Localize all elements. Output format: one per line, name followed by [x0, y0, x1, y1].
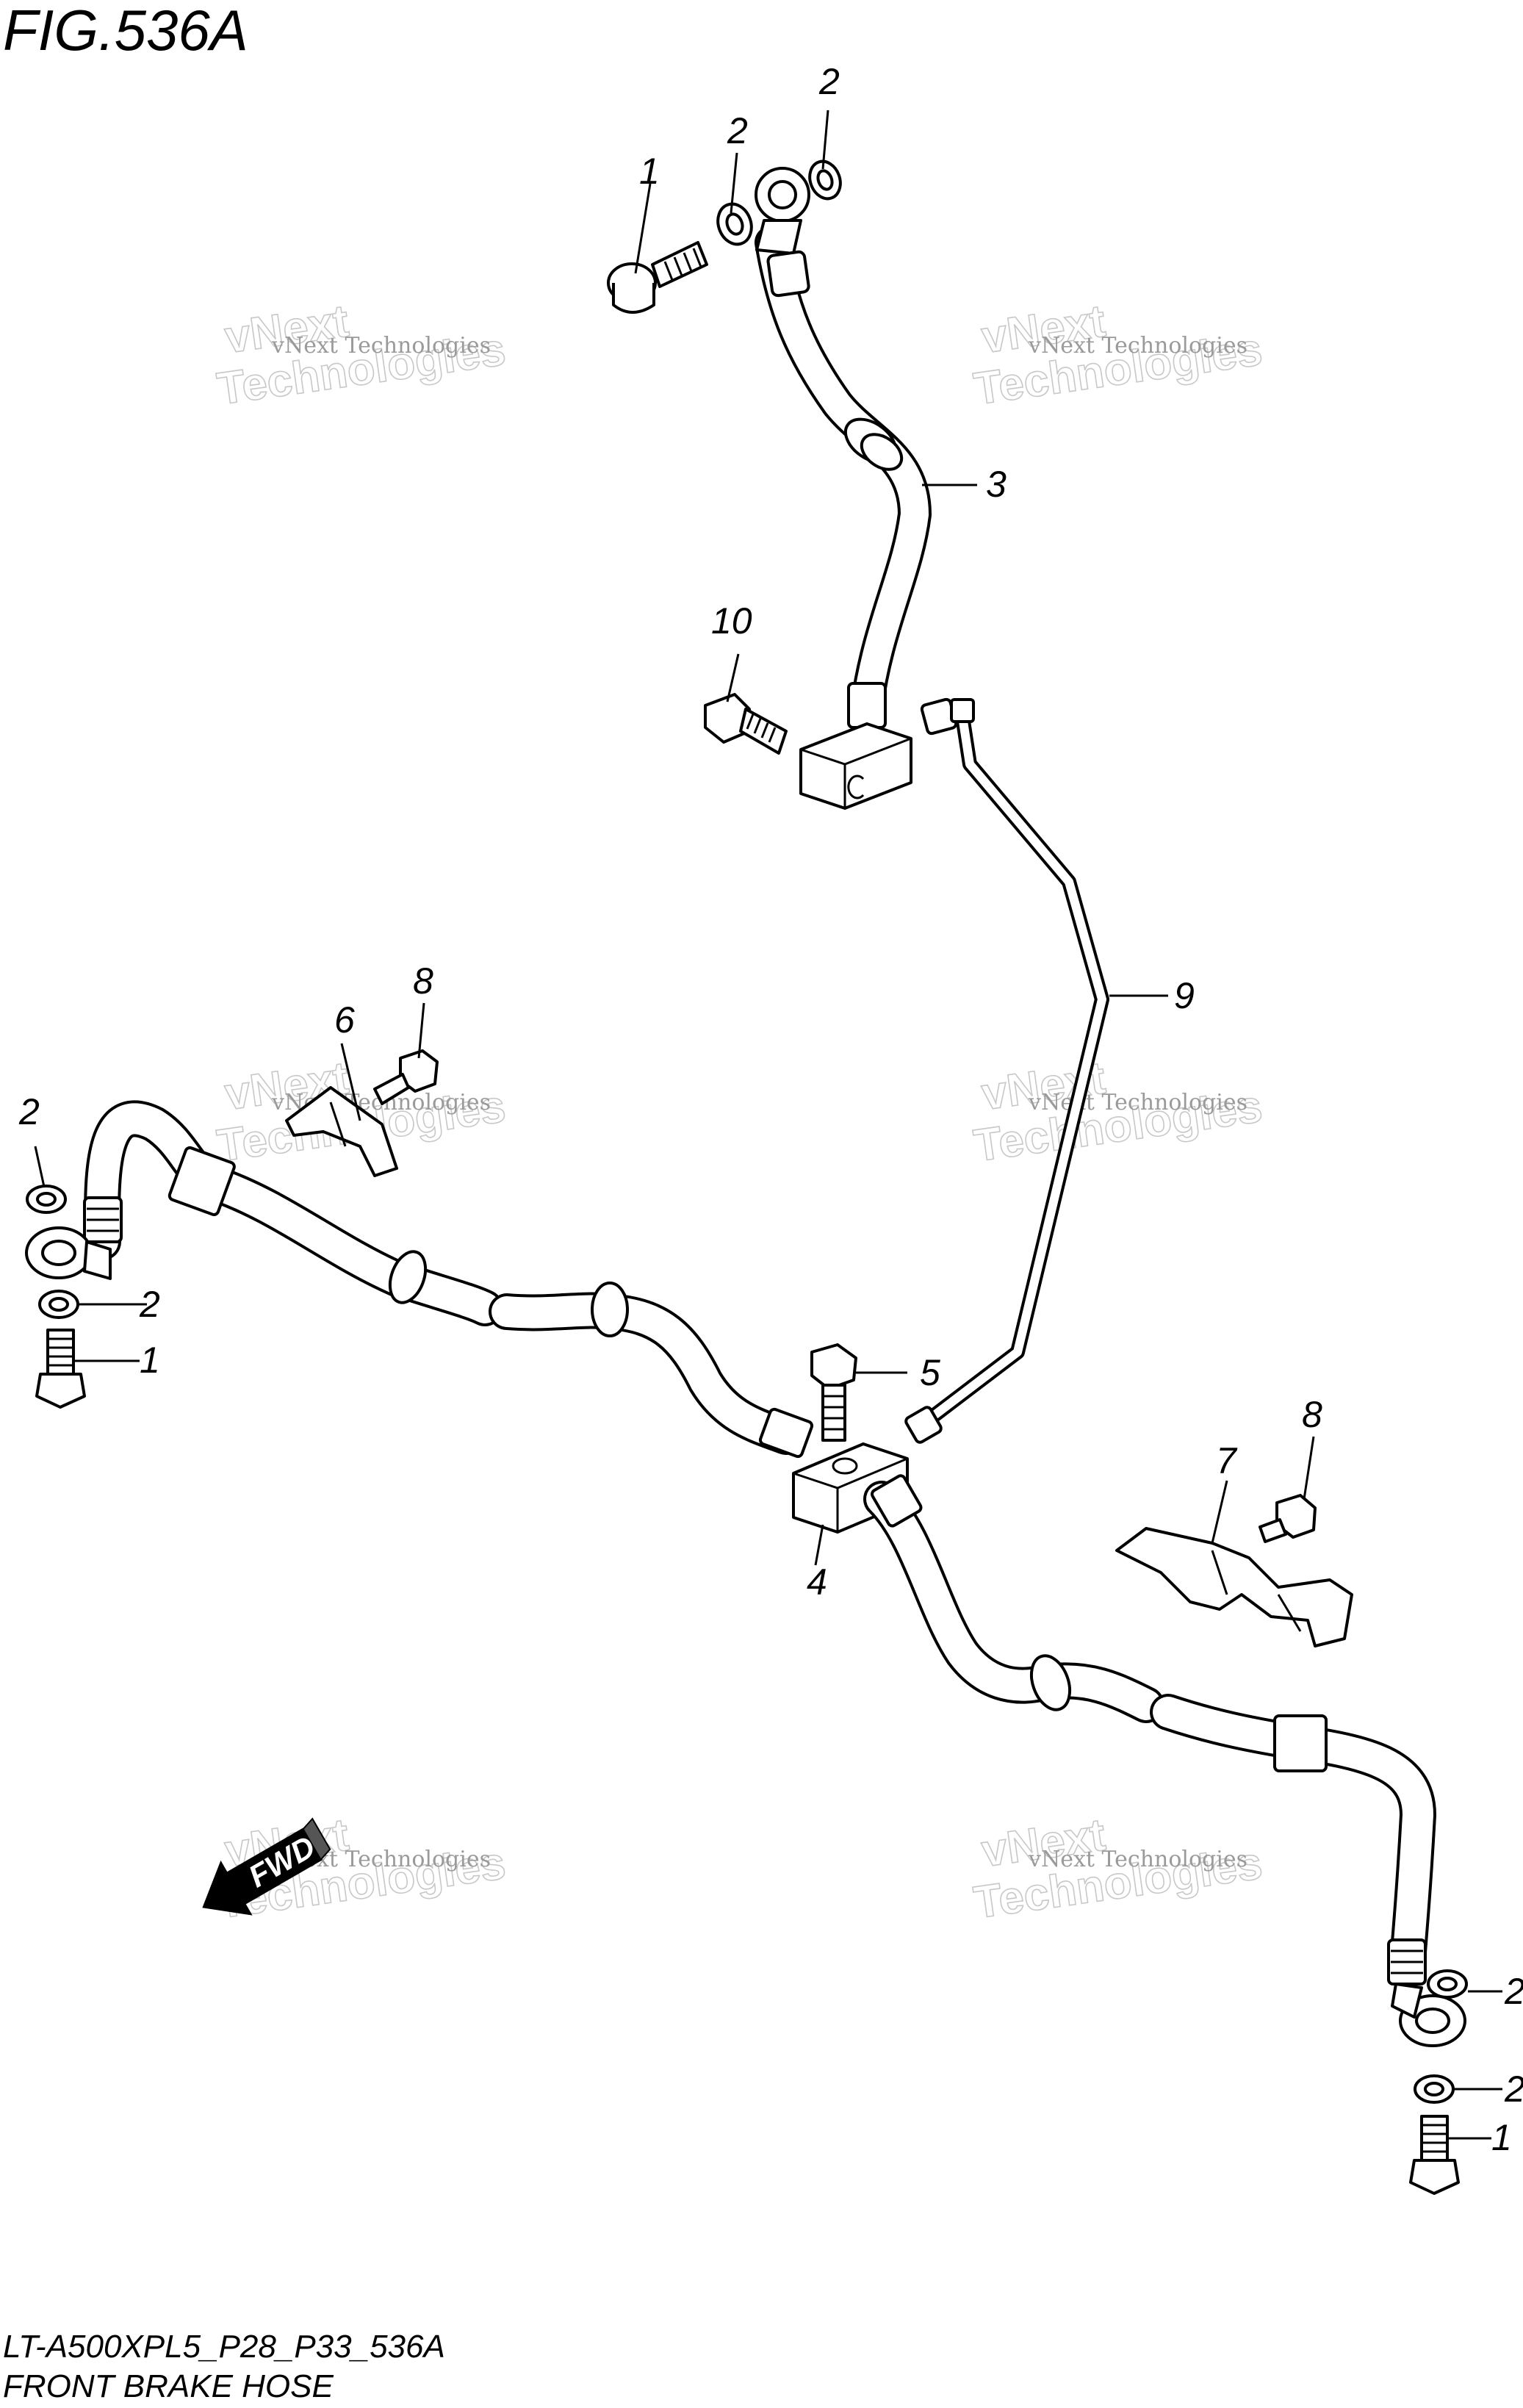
- banjo-bolt-1-top: [607, 241, 708, 314]
- callout-2-top-left: 2: [727, 110, 748, 151]
- callout-5: 5: [920, 1352, 940, 1393]
- figure-title: FIG.536A: [3, 0, 248, 62]
- washer-2-right-upper: [1427, 1969, 1468, 1999]
- callout-2-right-upper: 2: [1504, 1971, 1523, 2012]
- callout-3: 3: [986, 464, 1007, 505]
- banjo-bolt-1-right: [1409, 2115, 1460, 2195]
- callout-8-left: 8: [413, 960, 433, 1002]
- washer-2-top-right: [808, 159, 842, 201]
- callout-2-top-right: 2: [818, 61, 840, 102]
- right-brake-hose: [863, 1474, 1436, 1988]
- callout-2-left-upper: 2: [18, 1091, 40, 1132]
- union-bolt-5: [810, 1343, 857, 1442]
- bolt-8-right: [1259, 1494, 1317, 1543]
- callout-2-left-lower: 2: [139, 1284, 160, 1325]
- callout-10: 10: [711, 600, 752, 641]
- bracket-clamp-6: [285, 1086, 398, 1177]
- upper-brake-hose: [755, 167, 932, 729]
- callouts: 1 2 2 3 10 6 8 9 2 2 1 5 4 7 8 2 2 1: [18, 61, 1523, 2158]
- washer-2-left-upper: [26, 1185, 67, 1214]
- left-banjo-fitting: [25, 1226, 112, 1280]
- upper-joint-block: [799, 722, 912, 810]
- svg-text:vNext Technologies: vNext Technologies: [271, 333, 491, 359]
- model-code: LT-A500XPL5_P28_P33_536A: [3, 2329, 445, 2365]
- callout-1-right: 1: [1491, 2117, 1512, 2158]
- svg-text:vNext Technologies: vNext Technologies: [1028, 1847, 1247, 1872]
- callout-9: 9: [1174, 975, 1195, 1016]
- banjo-bolt-1-left: [35, 1329, 86, 1409]
- callout-6: 6: [334, 999, 355, 1041]
- leader-lines: [34, 109, 1502, 2140]
- union-bolt-10: [704, 693, 788, 755]
- washer-2-left-lower: [38, 1290, 79, 1319]
- callout-1-left: 1: [140, 1340, 160, 1381]
- callout-1-top: 1: [639, 151, 660, 192]
- figure-caption: FRONT BRAKE HOSE: [3, 2368, 334, 2404]
- left-brake-hose: [83, 1100, 814, 1459]
- svg-text:vNext Technologies: vNext Technologies: [1028, 333, 1247, 359]
- washer-2-top-left: [716, 202, 753, 246]
- svg-text:vNext Technologies: vNext Technologies: [1028, 1090, 1247, 1115]
- bolt-8-left: [373, 1049, 439, 1105]
- washer-2-right-lower: [1414, 2074, 1455, 2104]
- callout-7: 7: [1216, 1440, 1238, 1481]
- callout-8-right: 8: [1302, 1394, 1322, 1435]
- callout-2-right-lower: 2: [1504, 2069, 1523, 2110]
- bracket-clamp-7: [1115, 1527, 1353, 1647]
- callout-4: 4: [807, 1561, 827, 1603]
- brake-pipe-9: [904, 697, 1109, 1444]
- right-banjo-fitting: [1391, 1983, 1466, 2047]
